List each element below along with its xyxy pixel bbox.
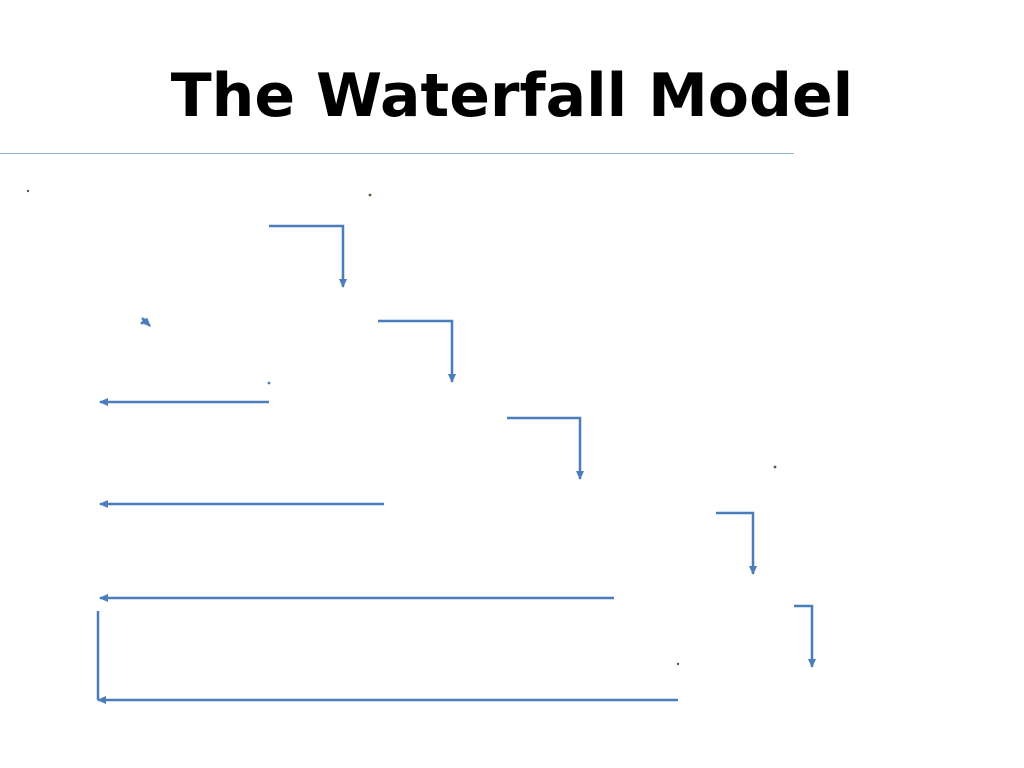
- speck-dot: [368, 193, 372, 197]
- title-divider: [0, 153, 794, 154]
- cascade-arrow-2: [378, 319, 456, 383]
- speck-dot: [676, 662, 680, 666]
- speck-dot: [773, 465, 777, 469]
- cascade-arrow-4: [716, 511, 757, 575]
- cascade-arrow-5: [794, 604, 816, 668]
- slide-title: The Waterfall Model: [170, 61, 854, 131]
- speck-dot: [26, 189, 30, 193]
- small-connector-fragment-tail: [140, 318, 147, 325]
- cascade-arrow-1: [269, 224, 347, 288]
- cascade-arrow-3: [507, 416, 584, 480]
- small-connector-fragment: [141, 317, 151, 327]
- speck-dot: [267, 381, 271, 385]
